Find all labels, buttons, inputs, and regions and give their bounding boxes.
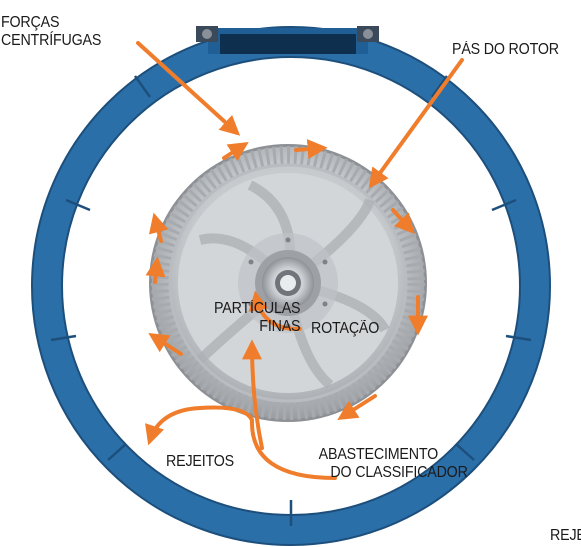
rejects-arrow [145,405,254,446]
label-line: CENTRÍFUGAS [1,32,102,49]
label-line: FINAS [259,318,301,335]
label-classifier-feed: ABASTECIMENTO DO CLASSIFICADOR [289,446,468,482]
classifier-rotor [149,144,427,422]
label-line: DO CLASSIFICADOR [330,464,468,481]
rotation-arrow [248,290,302,332]
label-line: FORÇAS [1,14,60,31]
label-rejects-clipped: REJE [550,527,581,544]
label-line: ABASTECIMENTO [318,446,439,463]
fine-particles-arrow [242,339,264,450]
pointer-centrifugal-forces [136,41,241,136]
label-line: PARTÍCULAS [214,300,301,317]
flow-arrows [136,41,464,480]
label-rotation: ROTAÇÃO [311,320,380,337]
label-rejects: REJEITOS [166,453,235,470]
label-centrifugal-forces: FORÇAS CENTRÍFUGAS [1,14,101,50]
label-rotor-blades: PÁS DO ROTOR [452,41,559,58]
pointer-rotor-blades [368,58,464,189]
classifier-feed-arrow [249,418,337,480]
label-fine-particles: PARTÍCULAS FINAS [214,300,301,336]
top-bracket [196,26,379,54]
